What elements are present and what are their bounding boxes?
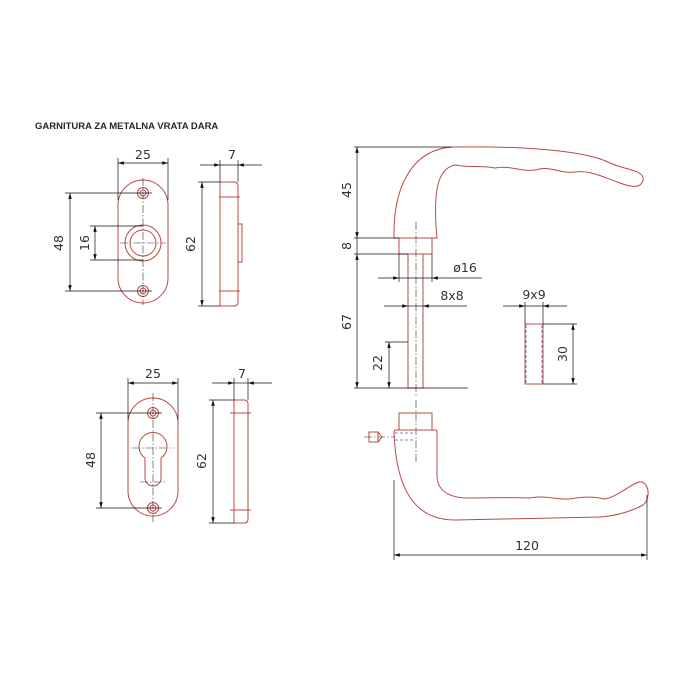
grub-screw-icon — [364, 431, 395, 443]
rosette-cylinder-side: 62 7 — [194, 366, 272, 524]
dim-hole-diameter: 16 — [77, 235, 92, 251]
handle-bottom — [364, 400, 649, 521]
dim-collar-height: 8 — [339, 242, 354, 250]
dim-height: 62 — [194, 453, 209, 469]
drawing-title: GARNITURA ZA METALNA VRATA DARA — [35, 121, 219, 132]
dim-height: 62 — [183, 236, 198, 252]
handle-bottom-dimensions: 120 — [393, 480, 648, 560]
spindle-section: 9x9 30 — [503, 287, 577, 385]
dim-width: 25 — [145, 366, 161, 381]
rosette-cylinder-dimensions: 25 48 — [83, 366, 179, 509]
rosette-round-dimensions: 25 48 16 — [51, 147, 169, 292]
dim-lever-height: 45 — [339, 182, 354, 198]
dim-spindle-length: 67 — [339, 314, 354, 330]
rosette-round-side: 62 7 — [183, 147, 262, 307]
dim-handle-length: 120 — [515, 538, 539, 553]
rosette-round-front — [117, 178, 169, 305]
dim-thickness: 7 — [238, 366, 246, 381]
dim-section-length: 30 — [555, 346, 570, 362]
dim-section-square: 9x9 — [522, 287, 545, 302]
handle-top-dimensions: 45 8 67 22 ø16 8x8 — [339, 146, 482, 389]
rosette-cylinder-front — [127, 393, 179, 522]
dim-spindle-square: 8x8 — [440, 288, 463, 303]
dim-width: 25 — [135, 147, 151, 162]
dim-hole-spacing: 48 — [51, 235, 66, 251]
dim-collar-diameter: ø16 — [453, 260, 477, 275]
dim-thickness: 7 — [228, 147, 236, 162]
dim-hole-spacing: 48 — [83, 452, 98, 468]
handle-top — [393, 146, 644, 396]
dim-thread-length: 22 — [370, 355, 385, 371]
